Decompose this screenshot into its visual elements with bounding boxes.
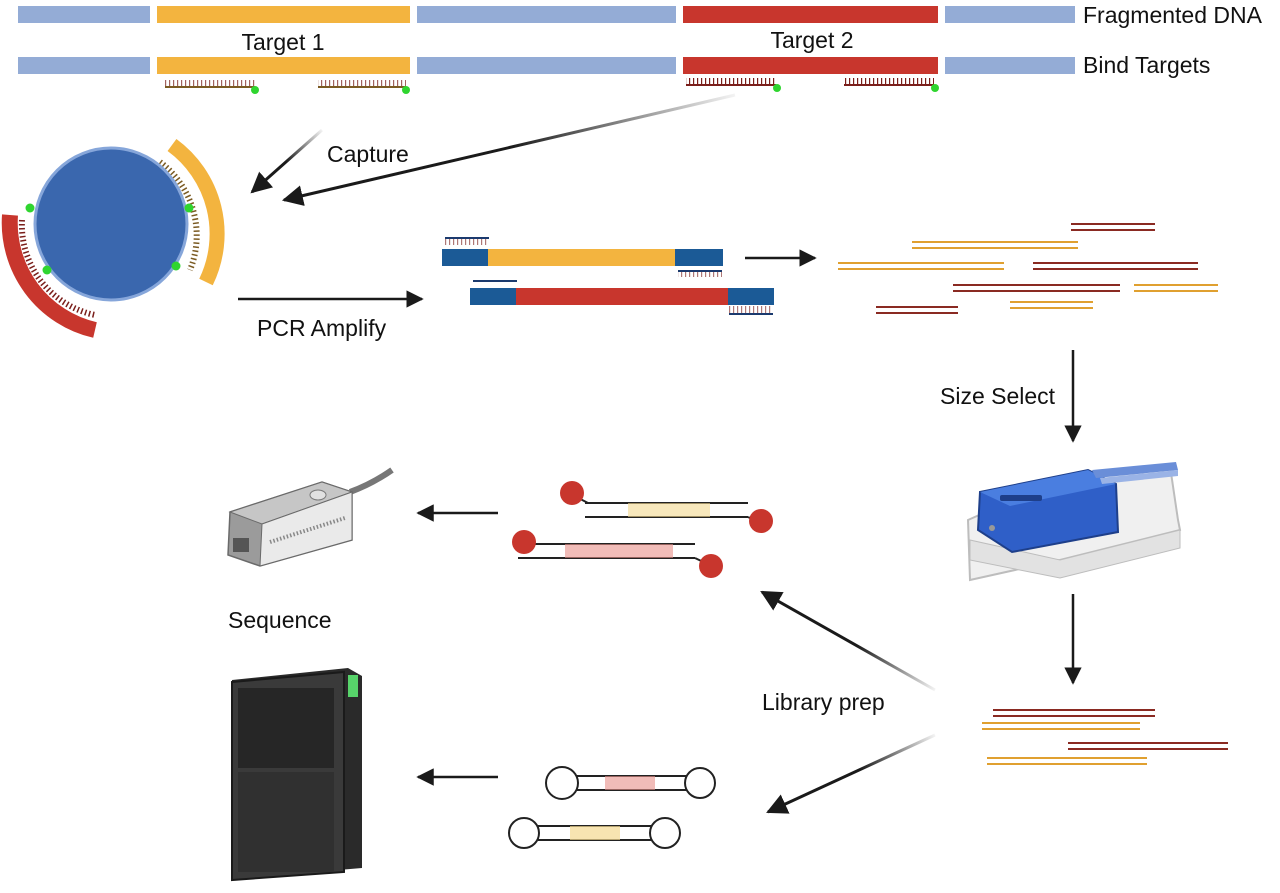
- amplified-fragments: [442, 237, 774, 315]
- library-prep-label: Library prep: [762, 689, 885, 715]
- capture-label: Capture: [327, 141, 409, 167]
- capture-arrows: Capture: [250, 93, 736, 206]
- hairpin-library: [508, 766, 716, 849]
- bind-targets-label: Bind Targets: [1083, 52, 1210, 78]
- probe-target-1a: [165, 80, 259, 94]
- nanopore-library: [512, 481, 773, 578]
- pcr-amplify-label: PCR Amplify: [257, 315, 387, 341]
- probe-target-1b: [318, 80, 410, 94]
- size-select-label: Size Select: [940, 383, 1056, 409]
- target-2-label: Target 2: [770, 27, 853, 53]
- bind-targets-row: Target 1 Target 2 Bind Targets: [18, 27, 1210, 94]
- sequence-label: Sequence: [228, 607, 332, 633]
- sequencer-instrument-icon: [231, 668, 362, 882]
- size-select-step: Size Select: [940, 350, 1082, 443]
- size-selected-fragments: [982, 709, 1228, 765]
- nanopore-minion-icon: [227, 467, 394, 567]
- probe-target-2a: [686, 78, 781, 92]
- library-prep-arrows: Library prep: [760, 590, 936, 814]
- magnetic-bead-icon: [1, 138, 225, 338]
- fragmented-dna-row: Fragmented DNA: [18, 2, 1263, 28]
- fragmented-dna-label: Fragmented DNA: [1083, 2, 1263, 28]
- fragment-pool: [838, 223, 1218, 314]
- target-1-label: Target 1: [241, 29, 324, 55]
- pcr-arrow: PCR Amplify: [238, 290, 424, 341]
- size-selection-cassette-icon: [966, 462, 1182, 582]
- probe-target-2b: [844, 78, 939, 92]
